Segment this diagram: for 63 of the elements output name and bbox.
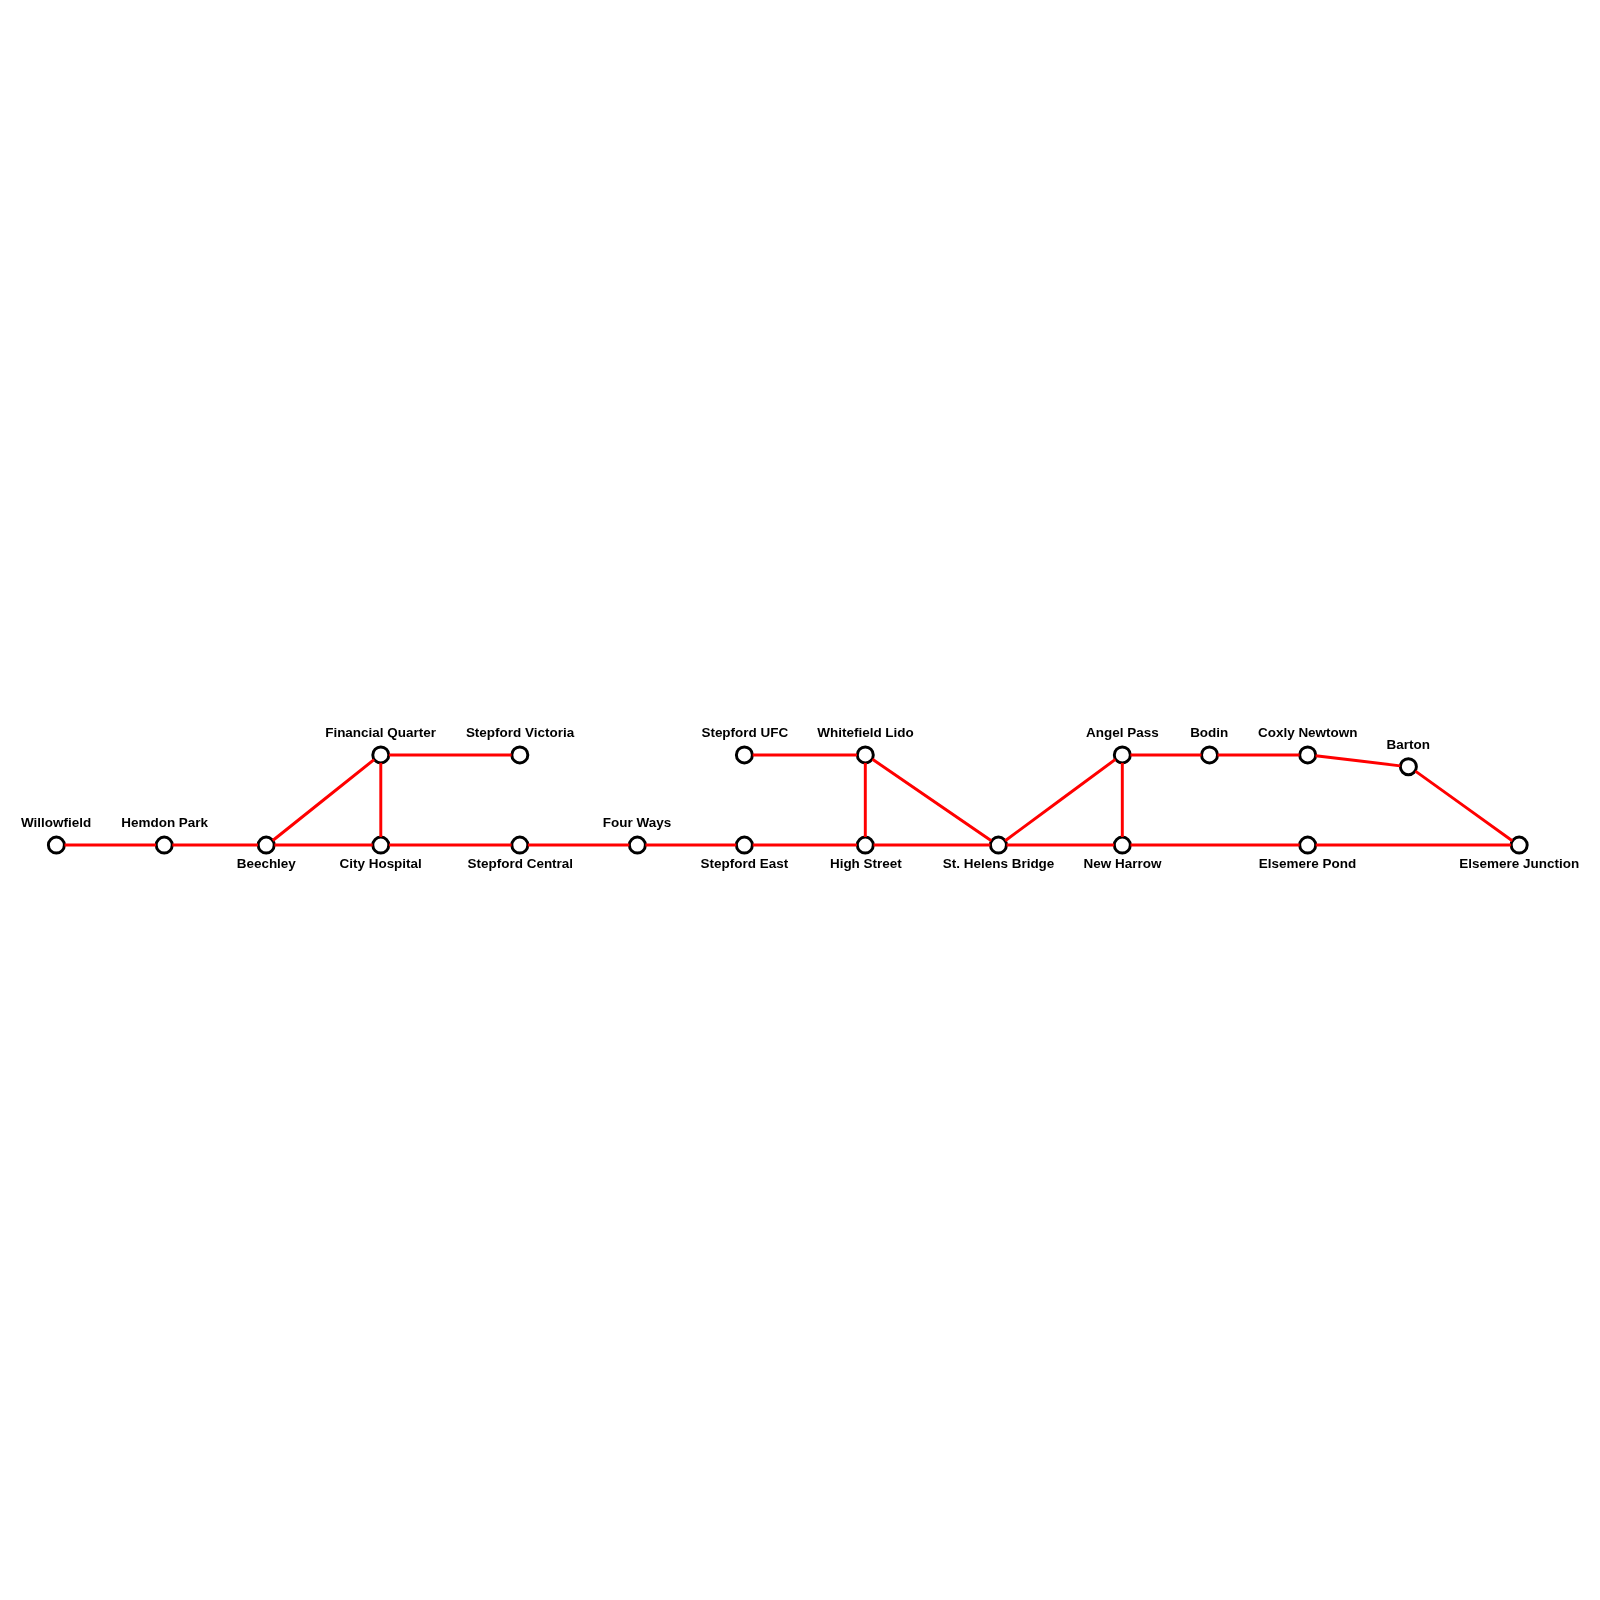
connector xyxy=(1006,843,1115,847)
connector xyxy=(1315,754,1401,768)
node-label: Elsemere Pond xyxy=(1258,855,1357,871)
connector xyxy=(172,843,258,847)
node-label: Hemdon Park xyxy=(121,815,209,831)
node-label: Beechley xyxy=(236,855,296,871)
connector xyxy=(752,843,857,847)
connector xyxy=(1217,753,1300,757)
connector xyxy=(389,753,512,757)
node-label: Stepford Victoria xyxy=(465,725,575,741)
node-label: City Hospital xyxy=(339,855,422,871)
node-label: Financial Quarter xyxy=(325,725,436,741)
node-circle xyxy=(46,835,66,855)
node-label: Elsemere Junction xyxy=(1459,855,1580,871)
connector xyxy=(64,843,157,847)
connector xyxy=(1004,758,1117,842)
connector xyxy=(379,762,383,837)
node-label: Bodin xyxy=(1190,725,1229,741)
node-circle xyxy=(1112,745,1132,765)
node-label: High Street xyxy=(829,855,902,871)
node-label: Whitefield Lido xyxy=(817,725,914,741)
node-circle xyxy=(734,745,754,765)
connector xyxy=(645,843,737,847)
connector xyxy=(274,843,373,847)
node-label: Coxly Newtown xyxy=(1257,725,1358,741)
node-circle xyxy=(1200,745,1219,765)
node-circle xyxy=(256,835,276,855)
node-circle xyxy=(1112,835,1132,855)
node-circle xyxy=(627,835,647,855)
node-circle xyxy=(371,745,391,765)
connector xyxy=(1414,769,1514,842)
node-circle xyxy=(855,835,875,855)
connector xyxy=(1120,762,1124,837)
connector xyxy=(271,758,375,842)
node-circle xyxy=(1509,835,1529,855)
connector xyxy=(1130,843,1300,847)
node-circle xyxy=(1298,745,1318,765)
connector xyxy=(871,758,993,842)
node-circle xyxy=(371,835,391,855)
connector xyxy=(389,843,512,847)
node-circle xyxy=(1298,835,1318,855)
node-label: Barton xyxy=(1386,736,1430,752)
connector xyxy=(752,753,857,757)
node-circle xyxy=(154,835,174,855)
node-circle xyxy=(734,835,754,855)
node-label: Stepford Central xyxy=(467,855,574,871)
connector xyxy=(527,843,630,847)
node-circle xyxy=(510,745,530,765)
node-label: Four Ways xyxy=(602,815,672,831)
node-label: Angel Pass xyxy=(1086,725,1159,741)
node-label: New Harrow xyxy=(1083,855,1162,871)
node-circle xyxy=(988,835,1008,855)
node-label: Willowfield xyxy=(20,815,92,831)
node-label: Stepford East xyxy=(700,855,789,871)
connector xyxy=(1130,753,1202,757)
node-label: St. Helens Bridge xyxy=(942,855,1055,871)
node-circle xyxy=(510,835,530,855)
connector xyxy=(863,762,867,837)
connector xyxy=(1315,843,1512,847)
node-circle xyxy=(855,745,875,765)
node-label: Stepford UFC xyxy=(701,725,789,741)
node-circle xyxy=(1398,757,1418,777)
connector xyxy=(873,843,991,847)
